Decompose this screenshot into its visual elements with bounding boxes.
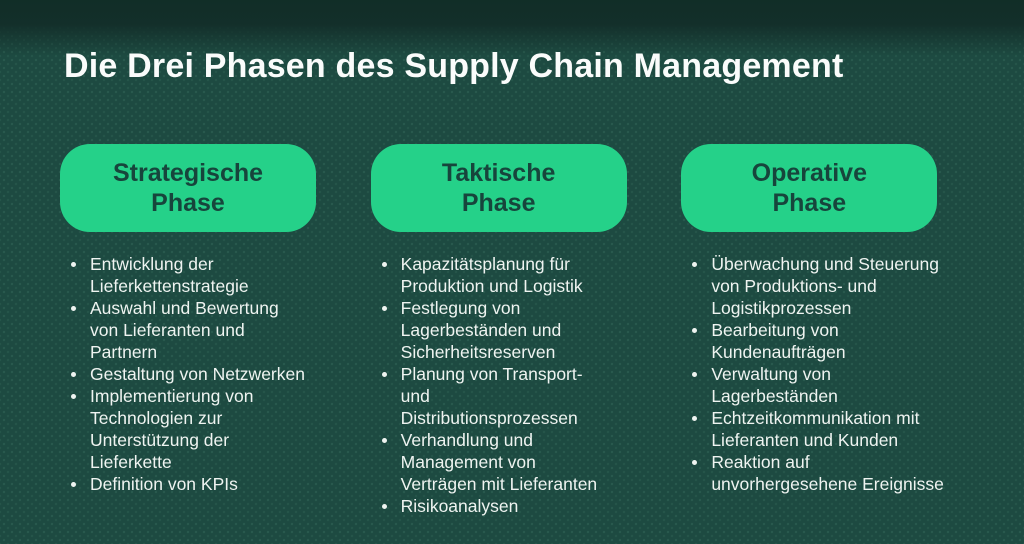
list-item: Entwicklung der Lieferkettenstrategie [60, 253, 357, 297]
phase-header-operative: Operative Phase [681, 144, 938, 232]
column-strategische-phase: Strategische Phase Entwicklung der Liefe… [60, 144, 357, 517]
list-item: Bearbeitung von Kundenaufträgen [681, 319, 978, 363]
phase-list-taktische: Kapazitätsplanung für Produktion und Log… [371, 253, 668, 517]
list-item: Festlegung von Lagerbeständen und Sicher… [371, 297, 668, 363]
list-item: Implementierung von Technologien zur Unt… [60, 385, 357, 473]
phase-list-strategische: Entwicklung der Lieferkettenstrategie Au… [60, 253, 357, 495]
phase-header-taktische: Taktische Phase [370, 144, 627, 232]
list-item: Planung von Transport- und Distributions… [371, 363, 668, 429]
page-title: Die Drei Phasen des Supply Chain Managem… [64, 47, 844, 85]
phase-header-strategische: Strategische Phase [60, 144, 316, 232]
column-operative-phase: Operative Phase Überwachung und Steuerun… [681, 144, 978, 517]
column-taktische-phase: Taktische Phase Kapazitätsplanung für Pr… [370, 144, 668, 517]
list-item: Verhandlung und Management von Verträgen… [371, 429, 668, 495]
list-item: Echtzeitkommunikation mit Lieferanten un… [681, 407, 978, 451]
list-item: Risikoanalysen [371, 495, 668, 517]
list-item: Reaktion auf unvorhergesehene Ereignisse [681, 451, 978, 495]
list-item: Kapazitätsplanung für Produktion und Log… [371, 253, 668, 297]
list-item: Definition von KPIs [60, 473, 357, 495]
list-item: Auswahl und Bewertung von Lieferanten un… [60, 297, 357, 363]
phase-list-operative: Überwachung und Steuerung von Produktion… [681, 253, 978, 495]
list-item: Verwaltung von Lagerbeständen [681, 363, 978, 407]
list-item: Überwachung und Steuerung von Produktion… [681, 253, 978, 319]
phase-columns: Strategische Phase Entwicklung der Liefe… [60, 144, 978, 517]
list-item: Gestaltung von Netzwerken [60, 363, 357, 385]
